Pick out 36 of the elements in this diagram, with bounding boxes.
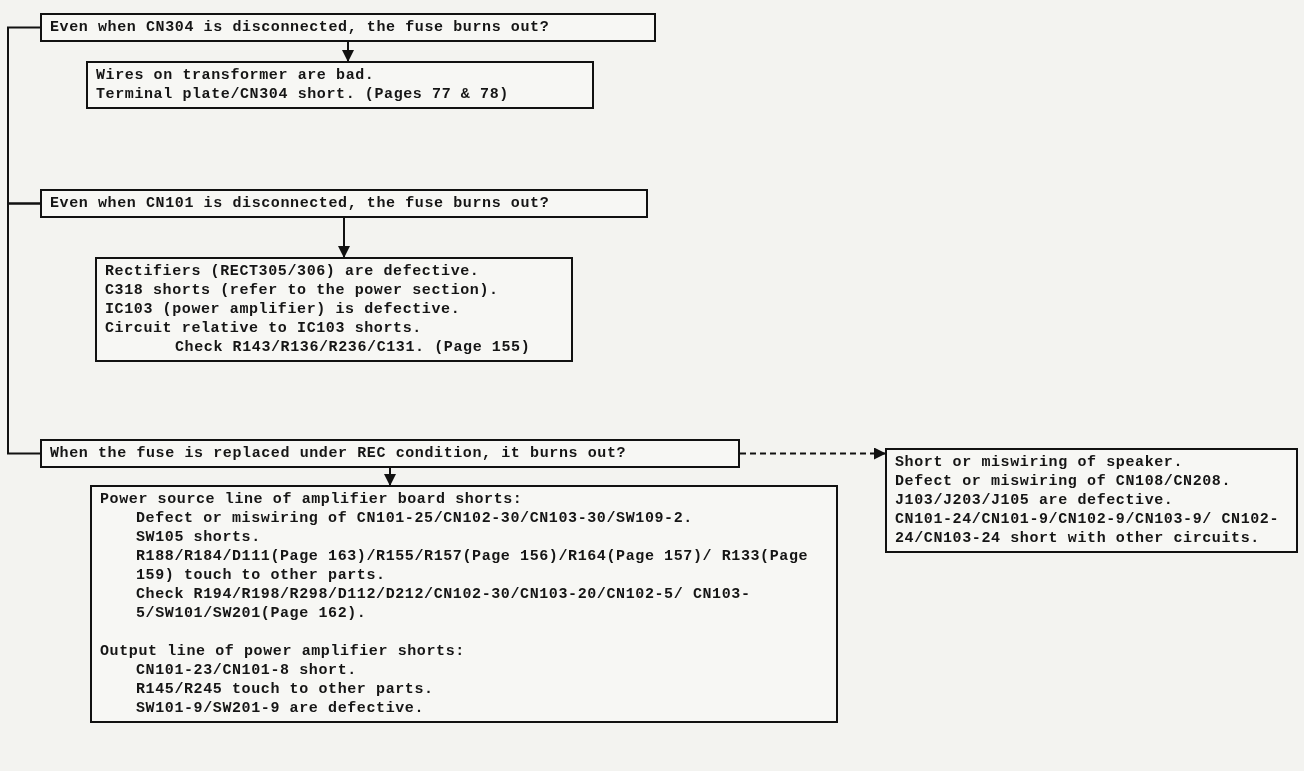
result-text: R145/R245 touch to other parts.: [135, 680, 435, 699]
result-text: Short or miswiring of speaker.: [895, 453, 1185, 472]
result-text: Defect or miswiring of CN101-25/CN102-30/CN103-30/SW109-2.: [135, 509, 694, 528]
result-box: [90, 485, 838, 723]
question-box: [40, 439, 740, 468]
result-box: [885, 448, 1298, 553]
question-text: Even when CN304 is disconnected, the fuse burns out?: [50, 18, 551, 37]
arrow: [739, 447, 886, 460]
arrow: [342, 41, 354, 62]
result-text: Check R194/R198/R298/D112/D212/CN102-30/CN103-20/CN102-5/ CN103-5/SW101/SW201(Page 162).: [135, 585, 752, 623]
result-text: R188/R184/D111(Page 163)/R155/R157(Page 156)/R164(Page 157)/ R133(Page 159) touch to other parts.: [135, 547, 810, 585]
result-text: Wires on transformer are bad.: [96, 66, 376, 85]
result-text: Defect or miswiring of CN108/CN208.: [895, 472, 1233, 491]
connector-line: [7, 26, 41, 205]
result-text: Rectifiers (RECT305/306) are defective.: [105, 262, 481, 281]
result-text: Power source line of amplifier board shorts:: [100, 490, 524, 509]
connector-line: [7, 202, 41, 455]
result-box: [86, 61, 594, 109]
question-text: When the fuse is replaced under REC condition, it burns out?: [50, 444, 628, 463]
result-text: J103/J203/J105 are defective.: [895, 491, 1175, 510]
result-text: CN101-24/CN101-9/CN102-9/CN103-9/ CN102-24/CN103-24 short with other circuits.: [895, 510, 1281, 548]
arrow: [384, 467, 396, 486]
question-box: [40, 13, 656, 42]
result-text: Check R143/R136/R236/C131. (Page 155): [174, 338, 532, 357]
question-text: Even when CN101 is disconnected, the fuse burns out?: [50, 194, 551, 213]
arrow: [338, 217, 350, 258]
result-text: Circuit relative to IC103 shorts.: [105, 319, 423, 338]
result-text: Output line of power amplifier shorts:: [100, 642, 466, 661]
result-text: IC103 (power amplifier) is defective.: [105, 300, 462, 319]
result-box: [95, 257, 573, 362]
result-text: SW105 shorts.: [135, 528, 262, 547]
result-text: SW101-9/SW201-9 are defective.: [135, 699, 426, 718]
question-box: [40, 189, 648, 218]
result-text: Terminal plate/CN304 short. (Pages 77 & 78): [96, 85, 510, 104]
result-text: CN101-23/CN101-8 short.: [135, 661, 358, 680]
result-text: C318 shorts (refer to the power section).: [105, 281, 500, 300]
